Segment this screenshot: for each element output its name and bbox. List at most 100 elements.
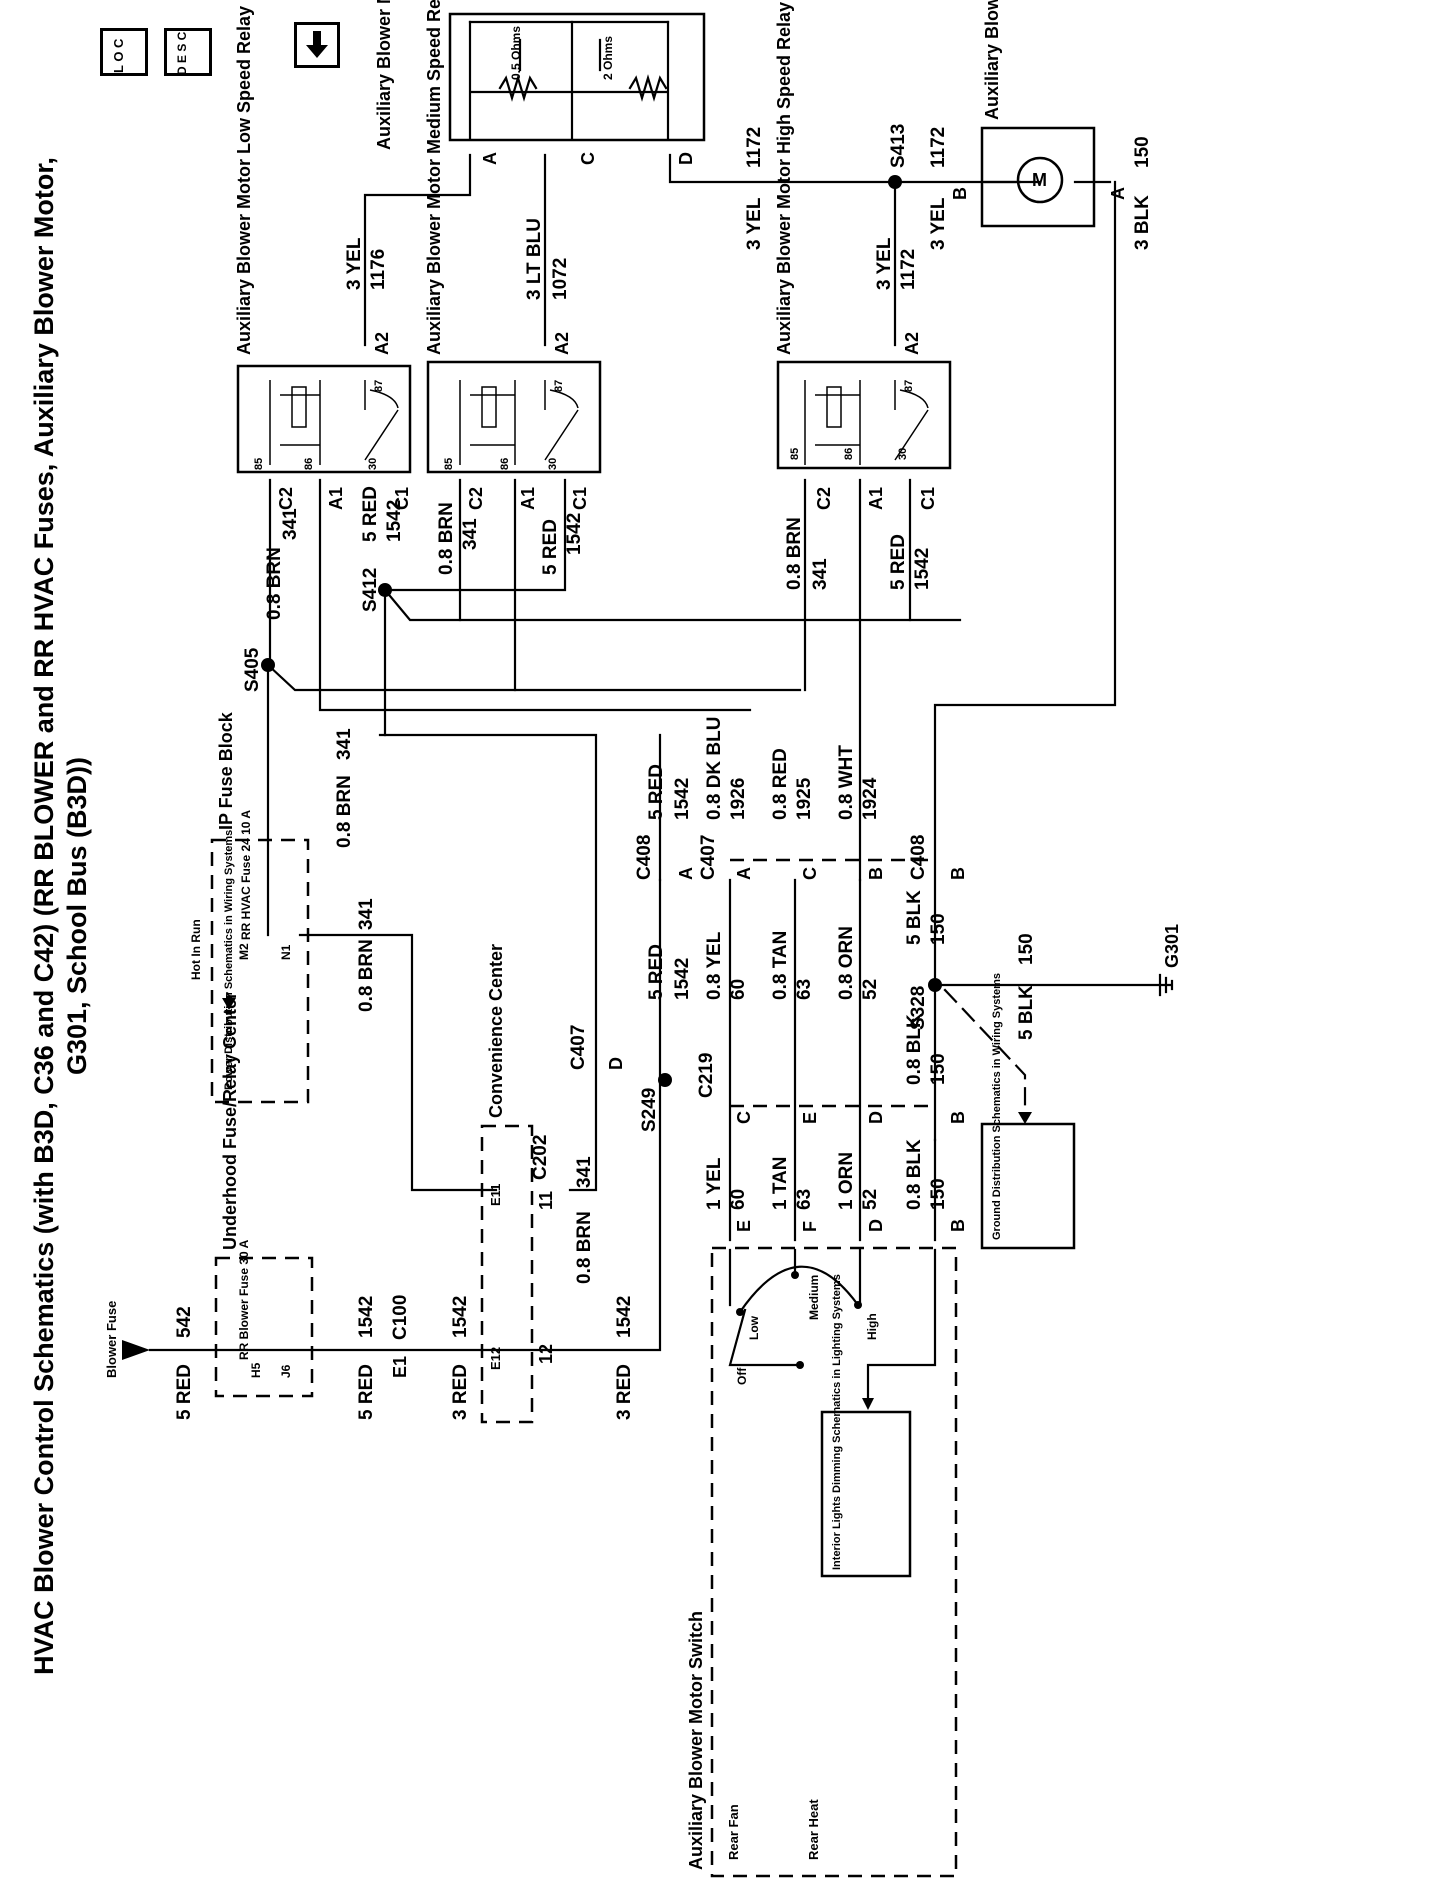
wire-label-5red-med: 5 RED [540, 519, 561, 575]
pin-high-85: 85 [789, 448, 801, 460]
wire-label-3red-b: 3 RED [614, 1364, 635, 1420]
wire-label-341-c: 341 [334, 728, 355, 760]
pin-high-a2: A2 [902, 332, 922, 355]
splice-s249-dot [658, 1073, 672, 1087]
wire-label-5red-c408: 5 RED [646, 764, 667, 820]
splice-s405-dot [261, 658, 275, 672]
pin-c407-d: D [606, 1057, 626, 1070]
label-low-relay: Auxiliary Blower Motor Low Speed Relay [234, 6, 254, 355]
pin-j6: J6 [279, 1364, 293, 1378]
wire-label-542: 542 [174, 1306, 195, 1338]
pin-switch-f: F [800, 1221, 820, 1232]
wire-label-3red-a: 3 RED [450, 1364, 471, 1420]
pin-e1: E1 [390, 1356, 410, 1378]
label-high-relay: Auxiliary Blower Motor High Speed Relay [774, 2, 794, 355]
label-sw-low: Low [747, 1315, 761, 1340]
wire-label-1172-motor: 1172 [928, 127, 949, 168]
wire-switch-interior [728, 1248, 937, 1367]
dimming-arrow [862, 1398, 874, 1410]
label-splice-s328: S328 [908, 986, 929, 1030]
wire-label-341-med: 341 [460, 518, 481, 550]
pin-low-86: 86 [303, 458, 315, 470]
pin-med-30: 30 [547, 458, 559, 470]
label-hot-in-run: Hot In Run [189, 919, 203, 980]
wire-542-1542 [148, 878, 662, 1352]
wire-label-0.8brn-low: 0.8 BRN [264, 547, 285, 620]
pin-med-85: 85 [443, 458, 455, 470]
wire-label-5red-s249: 5 RED [646, 944, 667, 1000]
wire-label-63-a: 63 [794, 979, 815, 1000]
pin-low-a2: A2 [372, 332, 392, 355]
switch-node-off [796, 1361, 804, 1369]
wire-label-150-c408: 150 [928, 913, 949, 945]
wire-label-5red-mid: 5 RED [356, 1364, 377, 1420]
pin-c219-b: B [948, 1111, 968, 1124]
label-conn-c408-upper: C408 [634, 835, 655, 880]
pin-high-30: 30 [897, 448, 909, 460]
wire-1176 [363, 153, 472, 347]
high-relay-contact [894, 380, 929, 461]
wire-label-0.8blk-a: 0.8 BLK [904, 1014, 925, 1085]
label-convenience: Convenience Center [486, 944, 506, 1118]
ground-dist-box [980, 1122, 1076, 1250]
ground-arrow [1018, 1112, 1032, 1124]
switch-node-med [791, 1271, 799, 1279]
location-icon[interactable]: L O C [100, 28, 148, 76]
wire-label-150-motor: 150 [1132, 136, 1153, 168]
underhood-box [214, 1256, 314, 1398]
pin-motor-a: A [1108, 187, 1128, 200]
label-splice-s249: S249 [639, 1088, 660, 1132]
med-relay-coil [459, 380, 516, 465]
down-arrow-icon[interactable] [294, 22, 340, 68]
wire-label-1orn: 1 ORN [836, 1152, 857, 1210]
label-dimming: Interior Lights Dimming Schematics in Li… [831, 1274, 843, 1570]
wire-label-3yel-1176: 3 YEL [344, 237, 365, 290]
wire-341-c407 [378, 733, 598, 1192]
wire-label-1925: 1925 [794, 777, 815, 820]
wire-label-wht: 0.8 WHT [836, 745, 857, 820]
pin-low-c1: C1 [392, 487, 412, 510]
pin-e11: E11 [488, 1184, 503, 1206]
wire-label-5red-low: 5 RED [360, 486, 381, 542]
pin-high-87: 87 [903, 380, 915, 392]
pin-switch-e: E [734, 1220, 754, 1232]
pin-12: 12 [536, 1344, 556, 1364]
wire-label-0.8brn-a: 0.8 BRN [574, 1211, 595, 1284]
description-icon[interactable]: D E S C [164, 28, 212, 76]
wire-resistor-top [468, 20, 670, 72]
pin-n1: N1 [279, 944, 293, 960]
label-sw-high: High [865, 1313, 879, 1340]
label-ip-fuse-block: IP Fuse Block [216, 711, 236, 830]
wire-brn-low-relay [268, 478, 752, 712]
wire-label-0.8brn-high: 0.8 BRN [784, 517, 805, 590]
wire-label-1176: 1176 [368, 249, 389, 290]
wire-label-1542-s249: 1542 [672, 958, 693, 1000]
wire-label-52-a: 52 [860, 979, 881, 1000]
wire-label-5blk-g301: 5 BLK [1016, 985, 1037, 1040]
label-splice-s413: S413 [888, 124, 909, 168]
label-conn-c408-lower: C408 [908, 835, 929, 880]
wire-label-52-b: 52 [860, 1189, 881, 1210]
pin-m2: M2 [237, 943, 251, 960]
dimming-box [820, 1410, 912, 1578]
wire-label-1542-a: 1542 [356, 1296, 377, 1338]
label-splice-s412: S412 [360, 568, 381, 612]
label-rr-blower-fuse: RR Blower Fuse 30 A [237, 1239, 251, 1360]
pin-med-c1: C1 [570, 487, 590, 510]
power-dist-arrow [222, 998, 236, 1010]
splice-s413-dot [888, 175, 902, 189]
wire-label-1542-low: 1542 [384, 500, 405, 542]
pin-med-a2: A2 [552, 332, 572, 355]
ip-fuse-box [210, 838, 310, 1104]
down-arrow-glyph [306, 31, 328, 58]
wire-label-1172-high: 1172 [898, 249, 919, 290]
pin-high-86: 86 [843, 448, 855, 460]
switch-node-low [736, 1308, 744, 1316]
label-med-relay: Auxiliary Blower Motor Medium Speed Rela… [424, 0, 444, 355]
label-resistor-r2: 2 Ohms [601, 36, 615, 80]
pin-resistor-c: C [578, 152, 598, 165]
wire-label-150-a: 150 [928, 1053, 949, 1085]
convenience-box [480, 1124, 534, 1424]
wire-brn-med-relay [383, 478, 567, 692]
